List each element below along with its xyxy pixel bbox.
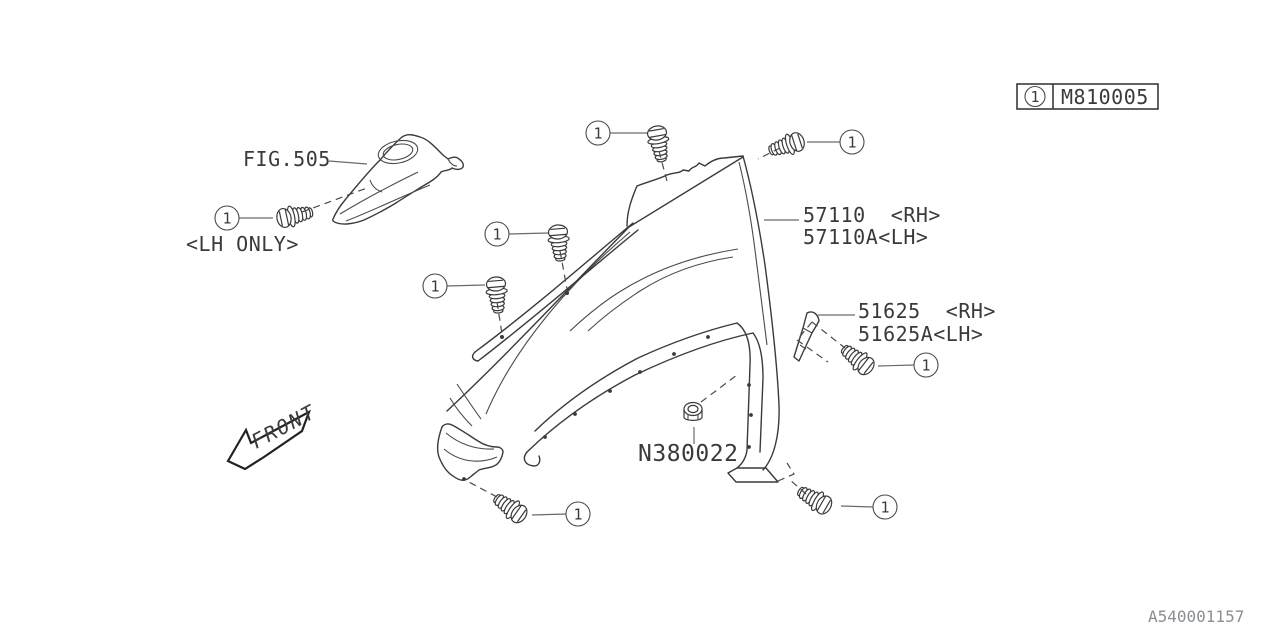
callout-1-bracket: 1	[913, 352, 939, 378]
callout-1-top-right: 1	[839, 129, 865, 155]
callout-number: 1	[847, 134, 856, 152]
fender-lh-label: 57110A<LH>	[803, 225, 928, 249]
callout-number: 1	[492, 226, 501, 244]
callout-1-bottom-right: 1	[872, 494, 898, 520]
callout-1-top-center: 1	[585, 120, 611, 146]
nut-label: N380022	[638, 441, 738, 467]
fig505-label: FIG.505	[243, 147, 331, 171]
callout-number: 1	[880, 499, 889, 517]
fender-rh-label: 57110 <RH>	[803, 203, 941, 227]
bracket-51625-drawing	[793, 311, 820, 362]
callout-1-mid-upper: 1	[484, 221, 510, 247]
callout-number: 1	[921, 357, 930, 375]
bolt-icon-top-right	[765, 129, 808, 162]
front-direction-indicator: FRONT	[226, 399, 320, 471]
callout-number: 1	[222, 210, 231, 228]
callout-number: 1	[573, 506, 582, 524]
callout-number: 1	[430, 278, 439, 296]
leader-lines	[239, 132, 915, 516]
legend-box: 1 M810005	[1016, 83, 1159, 110]
callout-number: 1	[593, 125, 602, 143]
projection-lines	[301, 147, 846, 498]
bolt-icon-bottom-right	[792, 480, 836, 519]
bracket-rh-label: 51625 <RH>	[858, 299, 996, 323]
legend-part-number: M810005	[1061, 85, 1149, 109]
fender-panel-drawing	[436, 155, 780, 483]
doc-number: A540001157	[1148, 607, 1244, 626]
front-arrow-icon	[226, 409, 312, 471]
bolt-icon-bottom-left	[488, 488, 532, 528]
legend-callout-number: 1	[1030, 88, 1039, 106]
bolt-icon-mid-lower	[484, 275, 510, 315]
nut-icon	[683, 401, 703, 421]
fig505-part-drawing	[332, 134, 464, 225]
bolt-icon-lh-only	[274, 201, 316, 231]
bolt-icon-mid-upper	[546, 223, 572, 263]
front-label: FRONT	[247, 399, 320, 453]
callout-1-bottom-left: 1	[565, 501, 591, 527]
bracket-lh-label: 51625A<LH>	[858, 322, 983, 346]
callout-1-mid-lower: 1	[422, 273, 448, 299]
callout-1-lh-only: 1	[214, 205, 240, 231]
lh-only-label: <LH ONLY>	[186, 232, 299, 256]
bolt-icon-top-center	[644, 123, 673, 165]
